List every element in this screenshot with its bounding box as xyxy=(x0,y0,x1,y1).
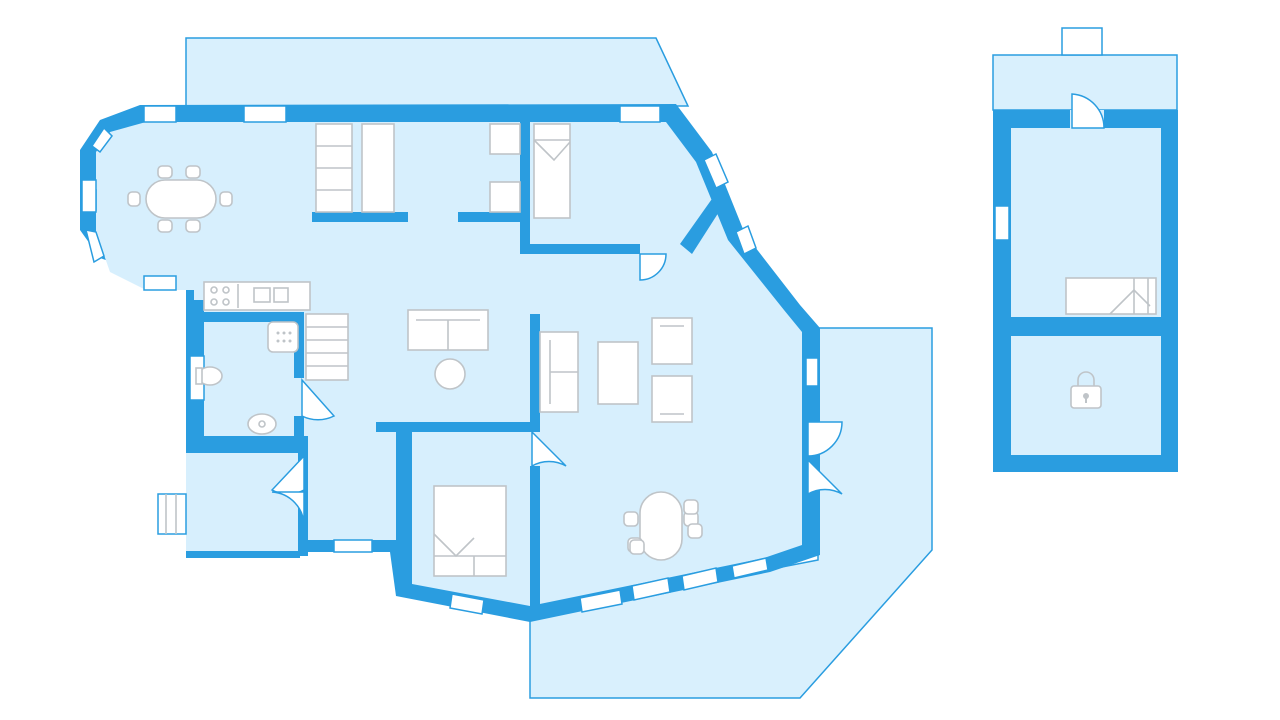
door-bedroom2[interactable] xyxy=(639,253,667,281)
sink-icon xyxy=(247,413,277,435)
round-table xyxy=(434,358,466,390)
outbuilding-window xyxy=(994,205,1010,241)
dining-table-icon xyxy=(127,165,233,233)
kitchen-sink-icon xyxy=(253,287,289,303)
stove-icon xyxy=(210,284,239,308)
single-bed-icon xyxy=(533,123,571,219)
north-terrace xyxy=(185,37,690,107)
coffee-table xyxy=(597,341,639,405)
entry-step xyxy=(157,493,187,535)
door-terrace-top[interactable] xyxy=(807,421,843,457)
terraces xyxy=(185,27,1178,699)
door-bedroom1[interactable] xyxy=(531,430,567,468)
lock-icon xyxy=(1070,371,1102,409)
doors xyxy=(270,253,843,527)
door-entry-bottom[interactable] xyxy=(271,491,305,527)
toilet-icon xyxy=(195,366,223,386)
outbuilding xyxy=(993,93,1178,472)
door-bathroom[interactable] xyxy=(301,378,336,421)
cabinets xyxy=(489,123,521,213)
outbuilding-step xyxy=(1061,27,1103,56)
bay-windows xyxy=(81,105,661,291)
dining-table-2-icon xyxy=(623,491,703,561)
shower-icon xyxy=(267,321,299,353)
east-windows xyxy=(189,152,819,615)
door-terrace-bottom[interactable] xyxy=(807,458,843,496)
sofa-icon xyxy=(407,309,489,351)
stairs-icon xyxy=(305,313,349,381)
bathroom xyxy=(195,321,299,435)
outbuilding-bed-icon xyxy=(1065,277,1157,315)
outbuilding-door[interactable] xyxy=(1070,93,1105,129)
double-bed-icon xyxy=(433,485,507,577)
entry-room-floor xyxy=(186,453,298,551)
main-house xyxy=(80,104,843,622)
interior-walls xyxy=(196,122,724,606)
wardrobe xyxy=(315,123,395,213)
lounge-sofa-icon xyxy=(539,331,579,413)
armchair-icon xyxy=(651,317,693,423)
entry-room-walls xyxy=(186,445,300,453)
kitchen-counter xyxy=(203,281,311,311)
